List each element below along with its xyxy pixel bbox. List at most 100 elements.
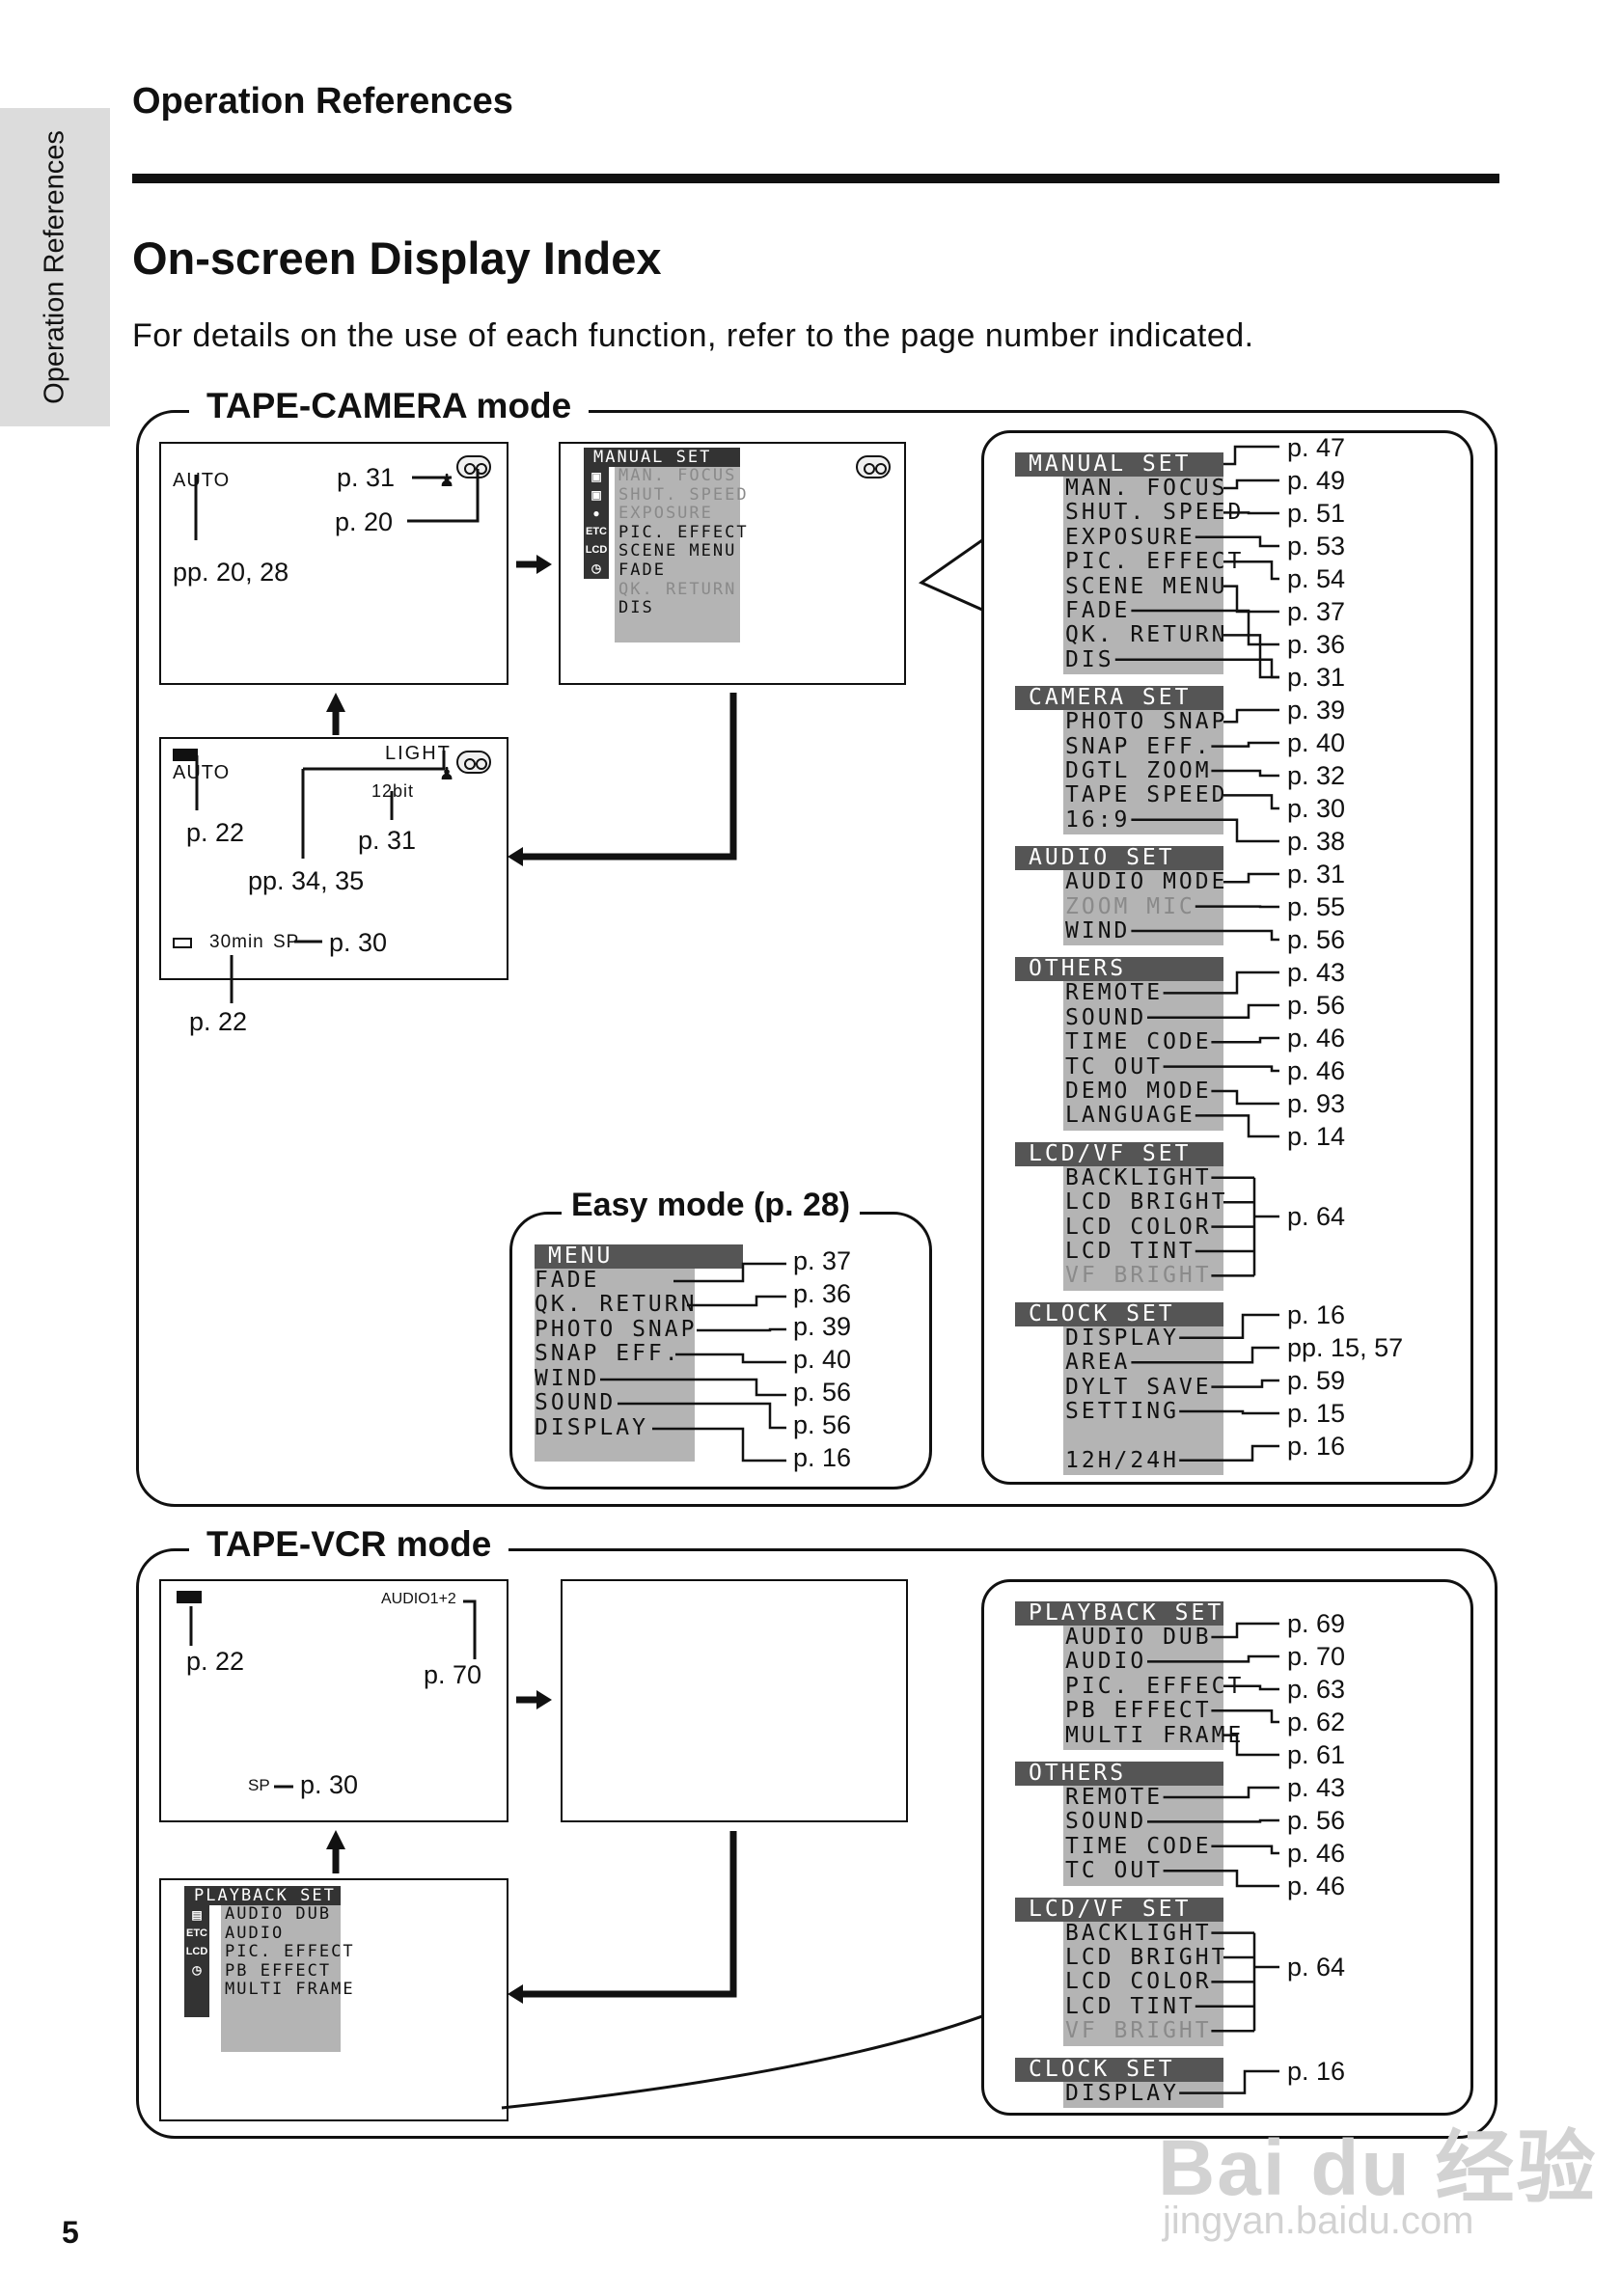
- menu-item: BACKLIGHT: [1065, 1164, 1212, 1190]
- time-remaining: 30min: [209, 932, 264, 952]
- easy-mode-title: Easy mode (p. 28): [562, 1187, 861, 1224]
- page-ref: p. 63: [1287, 1675, 1346, 1704]
- easy-menu-item: FADE: [535, 1268, 600, 1293]
- cassette-icon: [456, 751, 491, 774]
- vcr-screen3-icon-column: ▤ ETC LCD ◷: [184, 1905, 209, 2017]
- menu-section-head: PLAYBACK SET: [1015, 1601, 1223, 1626]
- menu-item: SETTING: [1065, 1399, 1179, 1424]
- easy-menu-item: PHOTO SNAP: [535, 1317, 698, 1342]
- ref-p30: p. 30: [300, 1770, 359, 1799]
- page-ref-clock: p. 16: [1287, 1432, 1346, 1461]
- page-ref: p. 14: [1287, 1122, 1346, 1151]
- page-ref: p. 56: [1287, 925, 1346, 954]
- menu-item: TIME CODE: [1065, 1029, 1212, 1055]
- page-ref: p. 38: [1287, 827, 1346, 856]
- menu-item: LCD COLOR: [1065, 1969, 1212, 1995]
- ref-p20: p. 20: [335, 507, 394, 536]
- menu-item: VF BRIGHT: [1065, 1263, 1212, 1289]
- menu-item: QK. RETURN: [1065, 622, 1228, 648]
- menu-section-head: LCD/VF SET: [1015, 1897, 1223, 1922]
- etc-icon: ETC: [586, 526, 607, 537]
- menu-section-body: [1063, 870, 1223, 946]
- vcr-screen-1: AUDIO1+2 p. 22 p. 70 SP p. 30: [159, 1579, 508, 1822]
- lcd-icon: LCD: [185, 1946, 208, 1957]
- page-ref: p. 55: [1287, 892, 1346, 921]
- menu-item: PB EFFECT: [1065, 1698, 1212, 1724]
- easy-page-ref: p. 56: [793, 1410, 852, 1439]
- menu-section-body: [1063, 1921, 1223, 2046]
- menu-section-head: CAMERA SET: [1015, 686, 1223, 711]
- page-ref: p. 46: [1287, 1872, 1346, 1900]
- menu-item: LCD TINT: [1065, 1993, 1195, 2019]
- easy-menu-item: DISPLAY: [535, 1415, 648, 1440]
- light-indicator: LIGHT: [385, 743, 452, 764]
- menu-item: DYLT SAVE: [1065, 1374, 1212, 1400]
- camera-mode-title: TAPE-CAMERA mode: [189, 386, 590, 426]
- menu-item: PIC. EFFECT: [1065, 1673, 1245, 1699]
- ref-p22: p. 22: [186, 1647, 245, 1676]
- menu-item: LCD TINT: [1065, 1239, 1195, 1264]
- camera-mode-frame: [136, 410, 1497, 1507]
- vcr-screen-2: [561, 1579, 908, 1822]
- menu-section-head: MANUAL SET: [1015, 452, 1223, 477]
- menu-section-head: LCD/VF SET: [1015, 1141, 1223, 1166]
- easy-menu-item: SOUND: [535, 1390, 617, 1415]
- page-ref: p. 40: [1287, 728, 1346, 757]
- auto-indicator: AUTO: [173, 762, 231, 783]
- menu-item: LCD COLOR: [1065, 1214, 1212, 1240]
- vcr-screen3-menu-head: PLAYBACK SET: [184, 1886, 341, 1905]
- vcr-screen3-menu-item: AUDIO DUB: [225, 1904, 332, 1924]
- easy-page-ref: p. 39: [793, 1312, 852, 1341]
- easy-page-ref: p. 16: [793, 1443, 852, 1472]
- camera-icon: ▣: [591, 470, 602, 483]
- ref-pp3435: pp. 34, 35: [248, 866, 365, 895]
- easy-menu-item: QK. RETURN: [535, 1292, 698, 1317]
- menu-item: DEMO MODE: [1065, 1079, 1212, 1104]
- page-ref: p. 61: [1287, 1740, 1346, 1769]
- battery-icon: [177, 1591, 202, 1603]
- easy-page-ref: p. 56: [793, 1378, 852, 1407]
- menu-section-body: [1063, 1786, 1223, 1886]
- page-ref: p. 47: [1287, 433, 1346, 462]
- ref-p22-below: p. 22: [189, 1007, 248, 1036]
- menu-item: BACKLIGHT: [1065, 1920, 1212, 1946]
- screen2-icon-column: ▣ ▣ ● ETC LCD ◷: [584, 467, 609, 579]
- mic-icon: ●: [592, 506, 600, 520]
- ref-p31: p. 31: [337, 463, 396, 492]
- screen2-menu-item: FADE: [618, 560, 666, 580]
- menu-item: PIC. EFFECT: [1065, 549, 1245, 575]
- page-ref-clock: p. 16: [1287, 2057, 1346, 2086]
- menu-item: SOUND: [1065, 1004, 1147, 1030]
- menu-section-body: [1063, 1626, 1223, 1750]
- screen2-menu-item: QK. RETURN: [618, 579, 737, 599]
- page-title: On-screen Display Index: [132, 232, 662, 284]
- menu-item: MULTI FRAME: [1065, 1722, 1245, 1748]
- menu-section-body: [1063, 477, 1223, 675]
- lcd-icon: LCD: [585, 544, 608, 556]
- page-ref-clock: p. 59: [1287, 1366, 1346, 1395]
- page-ref: p. 31: [1287, 860, 1346, 888]
- tape-icon: [173, 938, 192, 948]
- menu-item: TC OUT: [1065, 1858, 1164, 1884]
- easy-menu-head: MENU: [535, 1244, 743, 1269]
- menu-item: AREA: [1065, 1350, 1131, 1376]
- cassette-icon: [456, 455, 491, 478]
- sp-indicator: SP: [248, 1776, 270, 1794]
- menu-item: TIME CODE: [1065, 1833, 1212, 1859]
- menu-item: LCD BRIGHT: [1065, 1945, 1228, 1970]
- menu-item: DIS: [1065, 646, 1114, 672]
- page-ref: p. 43: [1287, 1773, 1346, 1802]
- menu-item: PHOTO SNAP: [1065, 709, 1228, 735]
- ref-p22: p. 22: [186, 818, 245, 847]
- screen2-menu-item: SCENE MENU: [618, 541, 737, 561]
- person-icon: ♟: [439, 471, 455, 490]
- menu-item: WIND: [1065, 918, 1131, 943]
- page-ref: p. 43: [1287, 958, 1346, 987]
- camera-menu-panel: [981, 430, 1473, 1485]
- menu-section-head: CLOCK SET: [1015, 1301, 1223, 1326]
- menu-item: LCD BRIGHT: [1065, 1189, 1228, 1216]
- intro-text: For details on the use of each function,…: [132, 317, 1254, 354]
- menu-item: SOUND: [1065, 1809, 1147, 1835]
- menu-item: DISPLAY: [1065, 1325, 1179, 1351]
